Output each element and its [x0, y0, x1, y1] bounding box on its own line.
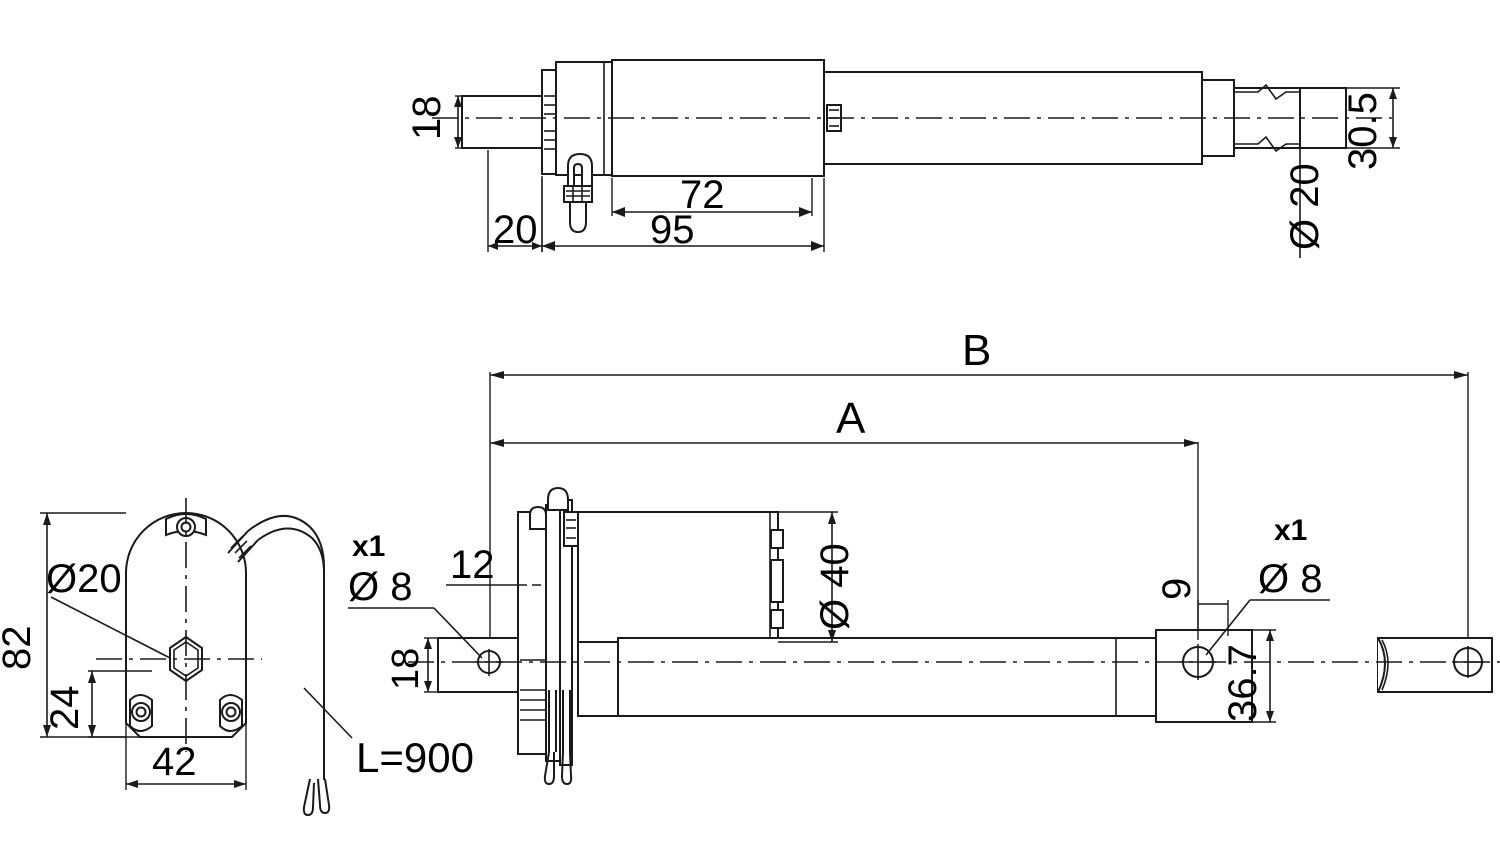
- dim-12: 12: [446, 543, 546, 587]
- dim-42-bracket: 42: [125, 680, 247, 790]
- dim-label-20: 20: [493, 208, 538, 252]
- dim-label-24: 24: [43, 686, 87, 731]
- top-view-group: 18 20 72 95: [405, 59, 1400, 258]
- dim-label-72: 72: [680, 173, 725, 217]
- dim-82-bracket: 82: [0, 512, 126, 738]
- dim-label-18: 18: [405, 96, 449, 141]
- top-rear-clevis: [461, 69, 557, 175]
- dim-label-dia8-left: Ø 8: [348, 565, 412, 609]
- dim-label-30-5: 30.5: [1341, 92, 1385, 170]
- dim-36-7: 36.7: [1221, 629, 1276, 723]
- dim-72-top: 72: [611, 173, 813, 217]
- dim-18-bottom: 18: [385, 637, 438, 693]
- bottom-outer-tube: [577, 637, 1157, 717]
- dim-label-12: 12: [450, 543, 495, 587]
- qty-label-x1-right: x1: [1274, 514, 1307, 547]
- dim-label-82: 82: [0, 626, 39, 671]
- dim-label-dia8-right: Ø 8: [1258, 557, 1322, 601]
- dim-label-dia40: Ø 40: [813, 543, 857, 630]
- top-cable-gland: [563, 152, 593, 234]
- dim-label-dia20-bracket: Ø20: [46, 557, 122, 601]
- dim-30-5-top: 30.5: [1341, 87, 1400, 170]
- dim-A: A: [490, 394, 1199, 640]
- bottom-motor-body: [577, 511, 784, 643]
- bottom-detached-clevis: [1377, 637, 1493, 693]
- bottom-rear-clevis: [437, 637, 529, 693]
- bracket-outline: [125, 512, 247, 738]
- dim-label-dia20-top: Ø 20: [1283, 163, 1327, 250]
- dim-24-bracket: 24: [43, 670, 152, 738]
- dim-20-top: 20: [487, 150, 543, 252]
- bracket-view-group: 82 24 42 Ø20: [0, 498, 331, 817]
- leader-cable-length: L=900: [303, 687, 474, 781]
- bracket-cable: [227, 514, 331, 817]
- dim-label-A: A: [836, 394, 866, 443]
- leader-dia8-left: x1 Ø 8: [348, 530, 483, 659]
- dim-B: B: [489, 326, 1469, 660]
- dim-label-36-7: 36.7: [1221, 644, 1265, 722]
- dim-dia20-bracket: Ø20: [46, 557, 171, 659]
- qty-label-x1-left: x1: [352, 530, 385, 563]
- dim-label-18-bottom: 18: [385, 648, 427, 690]
- dim-9: 9: [1155, 578, 1229, 640]
- dim-dia40: Ø 40: [778, 511, 857, 643]
- bottom-cable: [543, 690, 573, 786]
- dim-95-top: 95: [541, 178, 825, 252]
- dim-label-9: 9: [1155, 578, 1199, 600]
- dim-18-top: 18: [405, 95, 462, 149]
- dim-label-B: B: [962, 326, 991, 375]
- dim-dia20-top: Ø 20: [1283, 148, 1327, 258]
- dim-label-42: 42: [152, 740, 197, 784]
- bottom-view-group: B A: [303, 326, 1500, 786]
- dim-label-95: 95: [650, 208, 695, 252]
- dim-label-cable-length: L=900: [356, 734, 474, 781]
- leader-dia8-right: x1 Ø 8: [1205, 514, 1330, 656]
- bottom-front-clevis: [1155, 629, 1253, 723]
